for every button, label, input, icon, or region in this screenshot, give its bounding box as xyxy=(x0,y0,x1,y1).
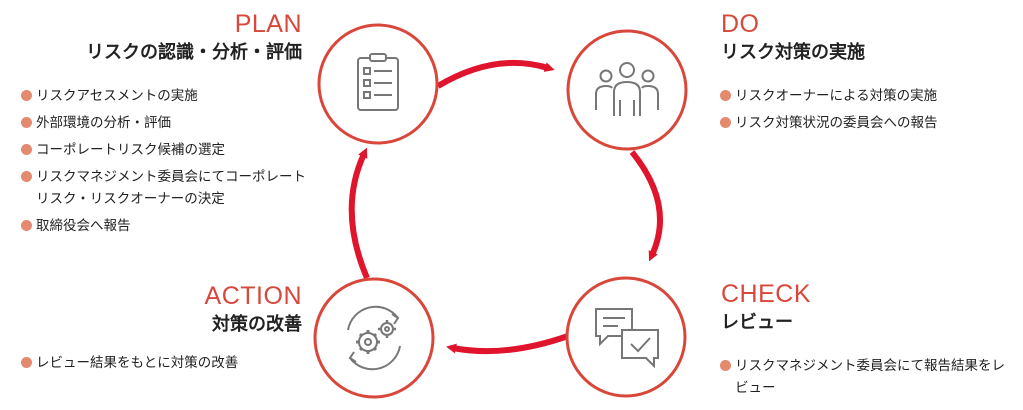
do-heading: DO リスク対策の実施 xyxy=(721,10,1011,65)
check-item: リスクマネジメント委員会にて報告結果をレビュー xyxy=(720,355,1008,399)
check-subtitle: レビュー xyxy=(721,312,793,333)
plan-node xyxy=(317,23,439,145)
arrow-action-to-plan xyxy=(348,147,370,280)
plan-items: リスクアセスメントの実施 外部環境の分析・評価 コーポレートリスク候補の選定 リ… xyxy=(21,85,319,242)
action-items: レビュー結果をもとに対策の改善 xyxy=(21,352,319,379)
action-subtitle: 対策の改善 xyxy=(212,314,302,335)
action-title: ACTION xyxy=(204,282,302,310)
chat-check-icon xyxy=(595,308,659,369)
action-item: レビュー結果をもとに対策の改善 xyxy=(21,352,319,374)
check-node xyxy=(565,276,687,398)
team-people-icon xyxy=(595,62,659,116)
do-title: DO xyxy=(721,10,760,38)
check-items: リスクマネジメント委員会にて報告結果をレビュー xyxy=(720,355,1008,404)
do-items: リスクオーナーによる対策の実施 リスク対策状況の委員会への報告 xyxy=(720,85,1015,139)
do-node xyxy=(566,29,688,151)
arrow-plan-to-do xyxy=(436,59,555,89)
plan-item: 外部環境の分析・評価 xyxy=(21,112,319,134)
plan-item: リスクアセスメントの実施 xyxy=(21,85,319,107)
check-title: CHECK xyxy=(721,280,812,308)
clipboard-checklist-icon xyxy=(357,53,399,111)
arrow-check-to-action xyxy=(446,333,569,355)
plan-subtitle: リスクの認識・分析・評価 xyxy=(86,42,302,63)
arrow-do-to-check xyxy=(629,150,663,262)
action-heading: ACTION 対策の改善 xyxy=(20,282,302,337)
check-heading: CHECK レビュー xyxy=(721,280,1011,335)
gears-cycle-icon xyxy=(347,305,401,371)
plan-item: リスクマネジメント委員会にてコーポレートリスク・リスクオーナーの決定 xyxy=(21,166,319,210)
do-item: リスク対策状況の委員会への報告 xyxy=(720,112,1015,134)
action-node xyxy=(313,277,435,399)
plan-item: コーポレートリスク候補の選定 xyxy=(21,139,319,161)
do-item: リスクオーナーによる対策の実施 xyxy=(720,85,1015,107)
plan-title: PLAN xyxy=(234,10,302,38)
plan-heading: PLAN リスクの認識・分析・評価 xyxy=(20,10,302,65)
do-subtitle: リスク対策の実施 xyxy=(721,42,865,63)
plan-item: 取締役会へ報告 xyxy=(21,215,319,237)
